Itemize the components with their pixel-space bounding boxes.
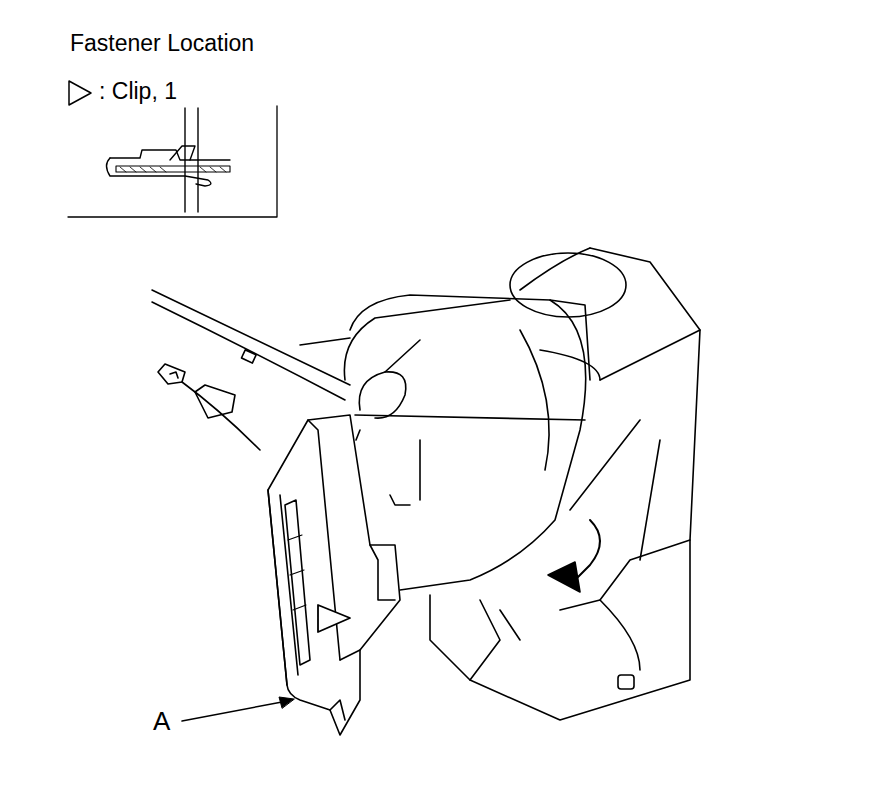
leader-line — [182, 697, 294, 721]
inset-frame — [68, 106, 277, 217]
clip-symbol — [69, 81, 91, 105]
callout-letter: A — [153, 707, 170, 736]
dashboard-drawing — [152, 248, 700, 735]
legend-text: : Clip, 1 — [99, 79, 177, 104]
clip-detail — [107, 108, 231, 212]
inset-title: Fastener Location — [70, 31, 254, 56]
